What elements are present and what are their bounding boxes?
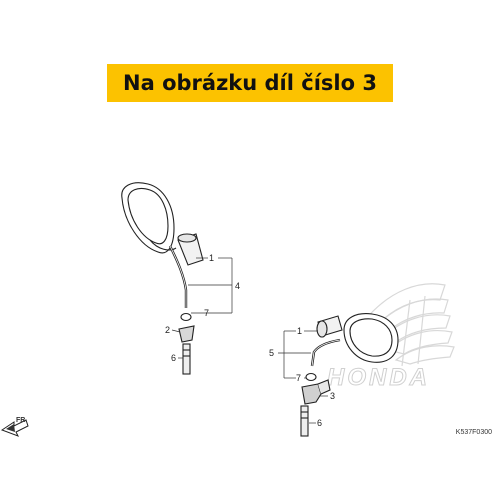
left-callout-6: 6 xyxy=(171,353,176,363)
left-callout-1: 1 xyxy=(209,253,214,263)
right-callout-1: 1 xyxy=(297,326,302,336)
left-mirror-head xyxy=(121,182,175,254)
right-mirror-assembly xyxy=(300,313,399,437)
right-leader-lines xyxy=(278,330,328,424)
left-callout-4: 4 xyxy=(235,281,240,291)
left-bolt xyxy=(182,343,191,375)
banner-text: Na obrázku díl číslo 3 xyxy=(123,71,377,95)
part-banner: Na obrázku díl číslo 3 xyxy=(107,64,393,102)
right-callout-3: 3 xyxy=(330,391,335,401)
right-mirror-head xyxy=(343,313,399,363)
left-callout-7: 7 xyxy=(204,308,209,318)
left-leader-lines xyxy=(171,257,233,359)
direction-marker-label: FR. xyxy=(16,417,28,424)
honda-watermark-text: HONDA xyxy=(327,364,430,391)
left-adapter xyxy=(178,325,195,343)
right-callout-7: 7 xyxy=(296,373,301,383)
right-callout-6: 6 xyxy=(317,418,322,428)
right-nut xyxy=(305,372,317,382)
right-callout-5: 5 xyxy=(269,348,274,358)
drawing-code: K537F0300 xyxy=(455,429,492,436)
arrow-left-icon xyxy=(0,419,29,437)
right-bolt xyxy=(300,405,309,437)
left-nut xyxy=(180,312,192,322)
right-adapter xyxy=(301,383,322,405)
left-mirror-assembly xyxy=(121,182,204,375)
left-callout-2: 2 xyxy=(165,325,170,335)
honda-wing-icon xyxy=(363,283,455,367)
